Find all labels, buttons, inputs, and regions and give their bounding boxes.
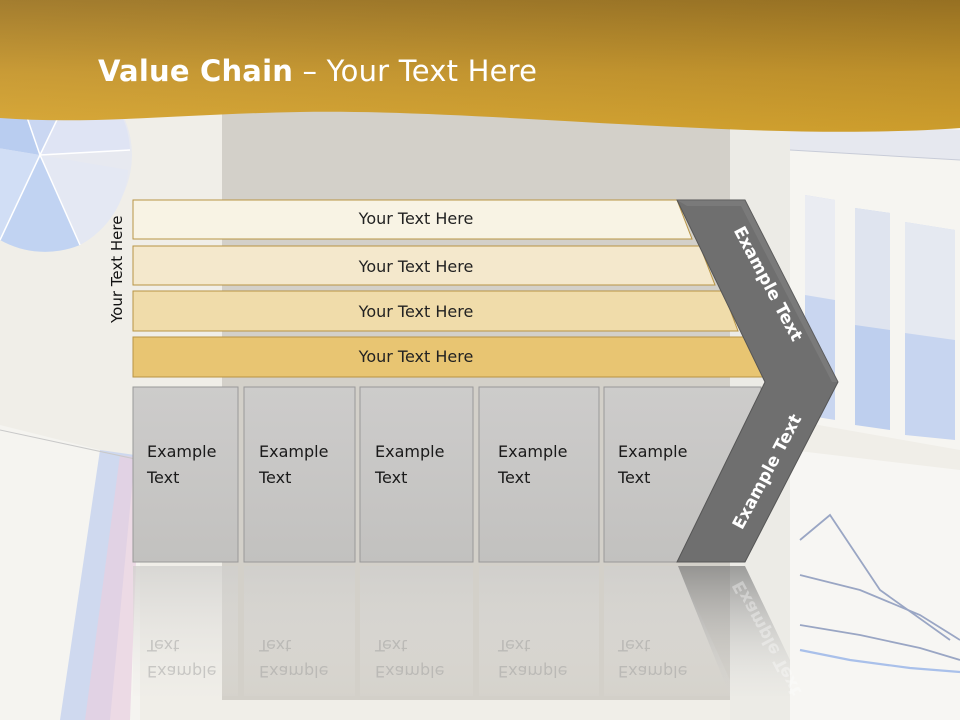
stacked-bars: [132, 199, 764, 378]
box-1-reflection-line1: Example: [147, 662, 217, 681]
box-2: [243, 386, 356, 563]
reflection: [133, 566, 790, 696]
side-label: Your Text Here: [108, 215, 126, 323]
bar-4-label: Your Text Here: [358, 347, 474, 366]
box-3-line1: Example: [375, 442, 445, 461]
box-5-reflection-line1: Example: [618, 662, 688, 681]
box-2-reflection: Example Text: [259, 632, 328, 684]
box-3: [359, 386, 474, 563]
slide-title: Value Chain – Your Text Here: [98, 54, 537, 88]
box-1: [132, 386, 239, 563]
title-bold: Value Chain: [98, 54, 294, 88]
box-1-reflection: Example Text: [147, 632, 216, 684]
bar-3: [132, 290, 739, 332]
box-4-reflection: Example Text: [498, 632, 567, 684]
box-1-reflection-line2: Text: [147, 636, 180, 655]
chevron-arrow: [676, 199, 839, 563]
box-3-line2: Text: [375, 468, 408, 487]
box-3-reflection: Example Text: [375, 632, 444, 684]
activity-boxes: [132, 386, 762, 563]
bar-1-label: Your Text Here: [358, 209, 474, 228]
box-2-reflection-line1: Example: [259, 662, 329, 681]
box-4-line2: Text: [498, 468, 531, 487]
bar-2: [132, 245, 716, 286]
bar-3-label: Your Text Here: [358, 302, 474, 321]
box-2-reflection-line2: Text: [259, 636, 292, 655]
box-3-reflection-line1: Example: [375, 662, 445, 681]
box-1-line1: Example: [147, 442, 217, 461]
box-4-reflection-line2: Text: [498, 636, 531, 655]
box-4: [478, 386, 600, 563]
box-2-line1: Example: [259, 442, 329, 461]
title-rest: – Your Text Here: [293, 54, 538, 88]
box-4-line1: Example: [498, 442, 568, 461]
box-5-reflection: Example Text: [618, 632, 687, 684]
box-5-reflection-line2: Text: [618, 636, 651, 655]
bar-1: [132, 199, 693, 240]
box-5-line2: Text: [618, 468, 651, 487]
box-2-line2: Text: [259, 468, 292, 487]
box-4-reflection-line1: Example: [498, 662, 568, 681]
box-5-line1: Example: [618, 442, 688, 461]
box-1-line2: Text: [147, 468, 180, 487]
box-3-reflection-line2: Text: [375, 636, 408, 655]
bar-2-label: Your Text Here: [358, 257, 474, 276]
